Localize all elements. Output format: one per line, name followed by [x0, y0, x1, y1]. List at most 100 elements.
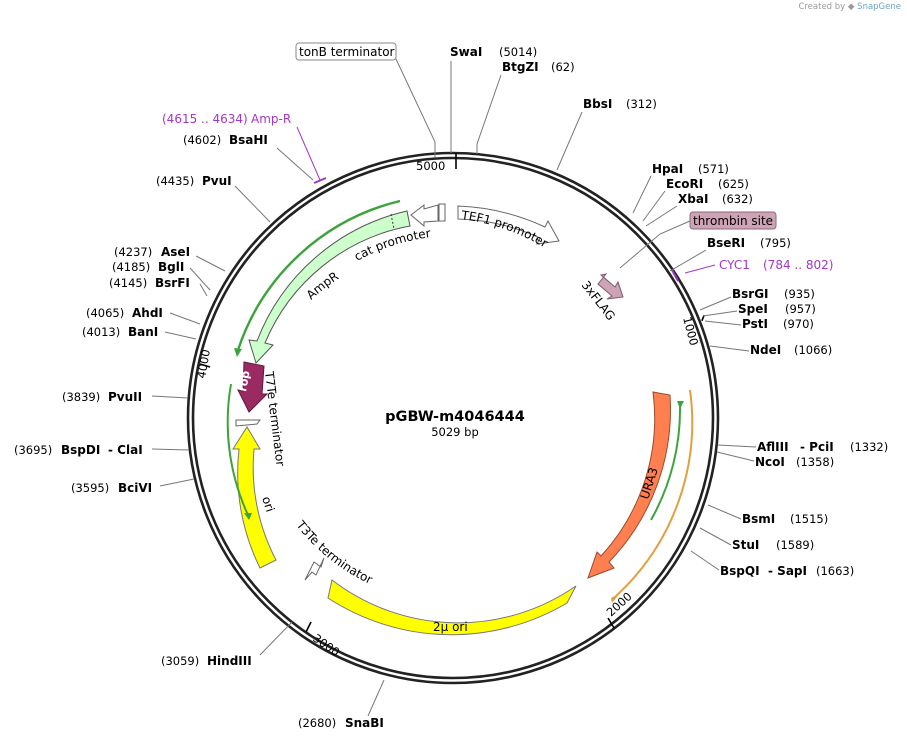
site-hindiii-name[interactable]: HindIII	[207, 654, 252, 668]
t3te-terminator-feature[interactable]	[304, 557, 325, 581]
site-bbsi-pos: (312)	[626, 97, 657, 111]
site-snabi-pos: (2680)	[298, 716, 336, 730]
site-psti-leader	[704, 320, 742, 326]
site-btgzi-leader	[476, 74, 502, 154]
site-spei-leader	[702, 310, 738, 317]
site-xbai-leader	[645, 205, 678, 227]
site-ndei-name[interactable]: NdeI	[750, 343, 781, 357]
site-pvui-name[interactable]: PvuI	[202, 174, 232, 188]
site-hindiii-leader	[259, 621, 293, 656]
cat-promoter-feature[interactable]	[410, 203, 439, 228]
ori-feature[interactable]	[232, 426, 277, 569]
credit-brand: SnapGene	[857, 2, 901, 12]
ampr-dotted-divider	[390, 213, 395, 230]
site-bsrgi-pos: (935)	[784, 287, 815, 301]
site-ncoi-leader	[716, 451, 755, 462]
ura3-feature[interactable]	[587, 391, 671, 579]
cyc1-orange-line	[615, 389, 694, 597]
site-bspqi-name[interactable]: BspQI	[720, 564, 760, 578]
plasmid-name: pGBW-m4046444	[385, 409, 525, 425]
site-bspqi-pos: (1663)	[816, 564, 854, 578]
site-bgli-pos: (4185)	[112, 260, 150, 274]
site-clai-name[interactable]: - ClaI	[108, 443, 143, 457]
site-bsrfi-leader	[199, 283, 208, 297]
thrombin-site-label: thrombin site	[693, 214, 773, 228]
snapgene-credit: Created by ◆ SnapGene	[798, 2, 901, 12]
site-bspdi-pos: (3695)	[14, 443, 52, 457]
restriction-sites: SwaI (5014) BtgZI (62) BbsI (312) HpaI (…	[14, 45, 888, 730]
amp-r-primer-name: Amp-R	[251, 112, 291, 126]
ampr-green-line	[236, 199, 401, 351]
site-spei-pos: (957)	[785, 302, 816, 316]
site-ncoi-name[interactable]: NcoI	[755, 455, 785, 469]
site-ahdi-pos: (4065)	[86, 306, 124, 320]
site-ecori-name[interactable]: EcoRI	[666, 177, 703, 191]
tick-3000: 3000	[310, 631, 342, 659]
thrombin-site-box[interactable]: thrombin site	[689, 211, 777, 230]
site-bsmi-leader	[707, 504, 742, 520]
site-bcivi-pos: (3595)	[71, 481, 109, 495]
tef1-promoter-feature[interactable]	[457, 205, 560, 245]
site-bsahi-leader	[276, 147, 314, 181]
site-bsmi-name[interactable]: BsmI	[742, 512, 775, 526]
site-bseri-name[interactable]: BseRI	[707, 236, 745, 250]
site-bbsi-name[interactable]: BbsI	[583, 97, 612, 111]
amp-r-primer-range: (4615 .. 4634)	[162, 112, 248, 126]
tonb-terminator-feature[interactable]	[438, 203, 446, 222]
site-bcivi-name[interactable]: BciVI	[118, 481, 152, 495]
t7te-terminator-feature[interactable]	[235, 419, 261, 427]
site-pvui-pos: (4435)	[156, 174, 194, 188]
site-bsrfi-pos: (4145)	[109, 276, 147, 290]
site-bsmi-pos: (1515)	[790, 512, 828, 526]
cyc1-primer-leader	[684, 264, 716, 274]
site-spei-name[interactable]: SpeI	[738, 302, 768, 316]
site-afliii-name[interactable]: AflIII	[757, 440, 789, 454]
site-bsahi-pos: (4602)	[183, 133, 221, 147]
tick-4000: 4000	[194, 348, 213, 379]
site-bsrfi-name[interactable]: BsrFI	[155, 276, 190, 290]
site-ncoi-pos: (1358)	[796, 455, 834, 469]
site-bbsi-leader	[556, 111, 583, 171]
tonb-terminator-leader	[395, 58, 436, 157]
site-bgli-name[interactable]: BglI	[158, 260, 184, 274]
site-pcii-name[interactable]: - PciI	[800, 440, 834, 454]
2mu-ori-feature[interactable]	[327, 579, 577, 636]
site-psti-name[interactable]: PstI	[742, 317, 768, 331]
site-afliii-pos: (1332)	[850, 440, 888, 454]
site-sapi-name[interactable]: - SapI	[768, 564, 807, 578]
site-bani-name[interactable]: BanI	[128, 325, 158, 339]
site-asei-name[interactable]: AseI	[161, 245, 190, 259]
site-pvuii-name[interactable]: PvuII	[108, 390, 142, 404]
rop-label: rop	[236, 370, 252, 393]
2mu-ori-label: 2μ ori	[433, 620, 468, 634]
site-swai-name[interactable]: SwaI	[450, 45, 482, 59]
site-xbai-name[interactable]: XbaI	[678, 192, 708, 206]
site-stui-name[interactable]: StuI	[732, 538, 759, 552]
backbone-outer	[186, 151, 720, 685]
ampr-green-arrowhead	[234, 348, 242, 357]
site-snabi-name[interactable]: SnaBI	[345, 716, 384, 730]
site-btgzi-name[interactable]: BtgZI	[502, 60, 539, 74]
cyc1-primer-range: (784 .. 802)	[763, 258, 833, 272]
site-bsrgi-name[interactable]: BsrGI	[732, 287, 769, 301]
site-bani-leader	[164, 331, 197, 340]
site-asei-leader	[195, 255, 226, 272]
site-bspdi-name[interactable]: BspDI	[61, 443, 100, 457]
site-pcii-name-text: PciI	[809, 440, 834, 454]
site-pvuii-leader	[151, 395, 189, 399]
site-pvui-leader	[234, 185, 271, 223]
site-psti-pos: (970)	[783, 317, 814, 331]
site-asei-pos: (4237)	[114, 245, 152, 259]
site-hpai-name[interactable]: HpaI	[652, 162, 683, 176]
site-bsahi-name[interactable]: BsaHI	[229, 133, 268, 147]
site-bseri-leader	[669, 249, 707, 272]
site-ahdi-name[interactable]: AhdI	[132, 306, 163, 320]
tonb-terminator-box[interactable]: tonB terminator	[295, 42, 397, 61]
3xflag-feature[interactable]	[597, 273, 624, 300]
site-bsrgi-leader	[699, 296, 732, 311]
tick-5000: 5000	[416, 159, 445, 173]
ori-green-arrowhead	[244, 513, 252, 520]
site-hindiii-pos: (3059)	[161, 654, 199, 668]
rop-feature[interactable]	[237, 361, 269, 413]
backbone-inner	[191, 156, 715, 680]
